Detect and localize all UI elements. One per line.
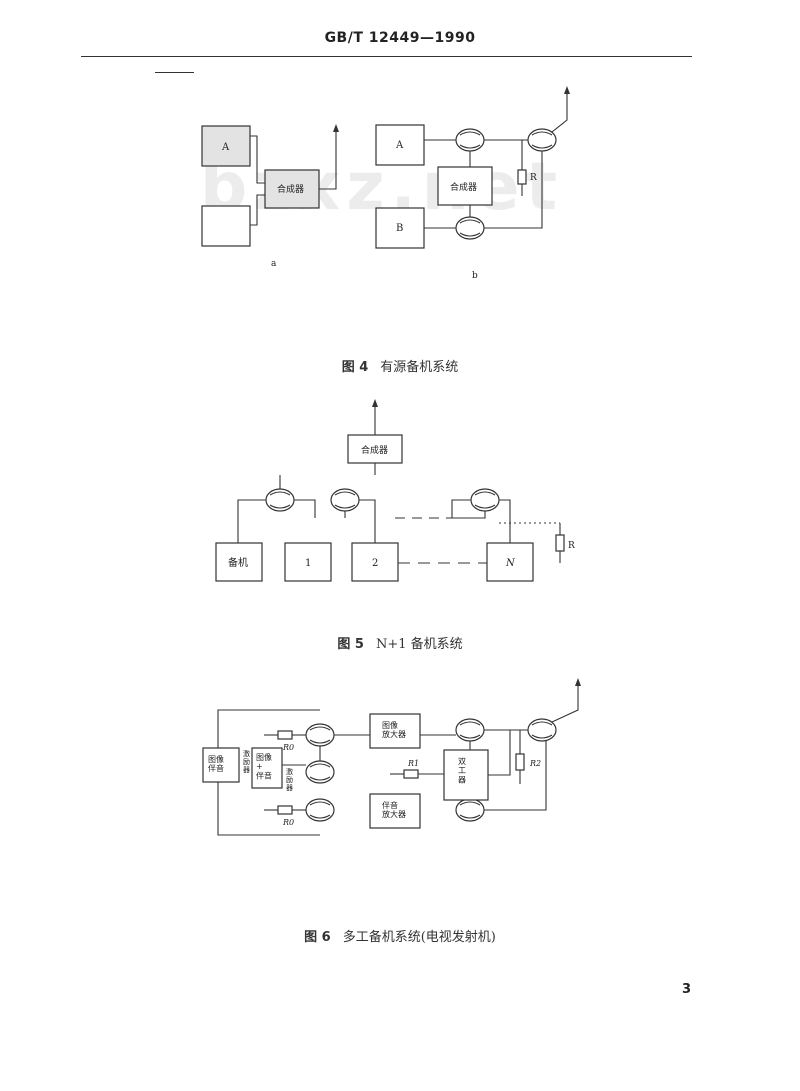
box-a [375, 124, 425, 166]
figure-4-title: 有源备机系统 [380, 360, 459, 375]
box-unlabeled [201, 205, 251, 247]
rf-switch-3 [455, 216, 485, 240]
standby-box [215, 542, 263, 582]
r2-label: R2 [529, 759, 541, 768]
exciter-1 [202, 747, 240, 783]
figure-6-diagram: 图像伴音 激励器 图像+伴音 激励器 R0 R0 图像放大器 伴音放大器 双工器… [202, 678, 581, 836]
rf-switch-f [527, 718, 557, 742]
box-a [201, 125, 251, 167]
combiner-box [437, 166, 493, 206]
image-amplifier [369, 713, 421, 749]
combiner-label: 合成器 [277, 183, 304, 195]
diplexer-label: 双工器 [458, 757, 466, 784]
header-short-rule [155, 72, 194, 73]
figure-5-caption: 图 5 N+1 备机系统 [0, 633, 800, 652]
figure-4-caption: 图 4 有源备机系统 [0, 356, 800, 375]
figure-5-number: 图 5 [337, 637, 364, 652]
figure-4-number: 图 4 [341, 360, 369, 375]
r0-bottom-label: R0 [282, 818, 294, 827]
resistor-label: R [530, 173, 537, 183]
figure-4a: A 合成器 a [201, 124, 339, 269]
rf-switch-e [455, 798, 485, 822]
r1-label: R1 [407, 759, 419, 768]
combiner-label: 合成器 [361, 444, 388, 456]
box-2 [351, 542, 399, 582]
box-1 [284, 542, 332, 582]
box-b-label: B [396, 223, 403, 234]
standard-number: GB/T 12449—1990 [324, 30, 476, 46]
box-1-label: 1 [305, 558, 311, 569]
sublabel-a: a [271, 259, 277, 269]
rf-switch-a [305, 723, 335, 747]
rf-switch-c [305, 798, 335, 822]
sublabel-b: b [472, 271, 478, 281]
sound-amplifier [369, 793, 421, 829]
rf-switch-2 [330, 488, 360, 512]
figure-4b: A B 合成器 R b [375, 86, 570, 281]
box-a-label: A [221, 142, 230, 153]
rf-switch-d [455, 718, 485, 742]
rf-switch-2 [527, 128, 557, 152]
exciter-1-label: 图像伴音 [208, 754, 224, 773]
standby-label: 备机 [228, 556, 248, 569]
rf-switch-b [305, 760, 335, 784]
exciter-2-label: 图像+伴音 [256, 752, 272, 780]
sound-amplifier-label: 伴音放大器 [382, 800, 406, 819]
combiner-box [264, 169, 320, 209]
box-b [375, 207, 425, 249]
r0-top-label: R0 [282, 743, 294, 752]
box-n [486, 542, 534, 582]
rf-switch-n [470, 488, 500, 512]
exciter-1-side-label: 激励器 [243, 749, 250, 774]
figure-5-title: N+1 备机系统 [375, 637, 463, 652]
figure-6-caption: 图 6 多工备机系统(电视发射机) [0, 926, 800, 945]
box-n-label: N [505, 558, 516, 569]
resistor-label: R [568, 541, 575, 551]
image-amplifier-label: 图像放大器 [382, 720, 406, 739]
exciter-2 [251, 747, 283, 789]
page-number: 3 [682, 982, 692, 997]
box-a-label: A [395, 140, 404, 151]
figure-4-diagram: A 合成器 a A B 合成器 R b [201, 86, 570, 281]
figure-5-diagram: 合成器 R 备机 1 2 N [215, 399, 575, 582]
rf-switch-1 [455, 128, 485, 152]
rf-switch-1 [265, 488, 295, 512]
combiner-label: 合成器 [450, 181, 477, 193]
exciter-2-side-label: 激励器 [286, 767, 293, 792]
header-rule [81, 56, 692, 57]
box-2-label: 2 [372, 558, 378, 569]
figure-6-number: 图 6 [304, 930, 331, 945]
diplexer [443, 749, 489, 801]
figure-6-title: 多工备机系统(电视发射机) [342, 930, 496, 945]
